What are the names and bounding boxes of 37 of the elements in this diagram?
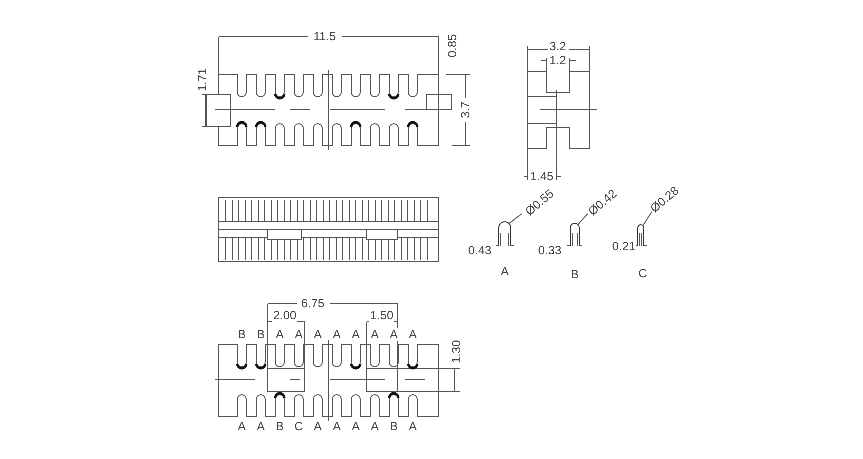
pin-type-label: A xyxy=(408,420,418,434)
pin-type-label: A xyxy=(332,420,342,434)
pin-type-label: B xyxy=(237,328,247,342)
pin-type-label: C xyxy=(638,268,648,280)
pin-type-label: A xyxy=(500,266,510,278)
dimension-label: 11.5 xyxy=(312,30,338,44)
dimension-label: 2.00 xyxy=(272,310,298,322)
pin-type-label: A xyxy=(313,420,323,434)
pin-type-label: A xyxy=(389,328,399,342)
dimension-label: 1.30 xyxy=(450,339,464,365)
dimension-label: 1.45 xyxy=(529,170,555,184)
pin-type-label: A xyxy=(256,420,266,434)
pin-type-label: B xyxy=(389,420,399,434)
pin-type-label: A xyxy=(370,328,380,342)
pin-type-label: B xyxy=(570,268,580,282)
pin-type-label: A xyxy=(237,420,247,434)
dimension-label: 1.50 xyxy=(369,310,395,322)
dimension-label: 1.71 xyxy=(196,67,210,93)
pin-type-label: A xyxy=(275,328,285,342)
pin-type-label: A xyxy=(332,328,342,342)
dimension-label: 1.2 xyxy=(548,54,568,68)
dimension-label: 3.7 xyxy=(460,100,472,120)
pin-type-label: C xyxy=(294,420,304,434)
pin-type-label: A xyxy=(313,328,323,342)
pin-type-label: B xyxy=(275,420,285,434)
pin-type-label: A xyxy=(370,420,380,434)
dimension-label: 3.2 xyxy=(548,40,568,54)
pin-type-label: A xyxy=(294,328,304,342)
dimension-label: 0.33 xyxy=(537,244,563,258)
dimension-label: 6.75 xyxy=(300,298,326,310)
dimension-label: 0.85 xyxy=(446,33,460,59)
pin-type-label: A xyxy=(408,328,418,342)
dimension-label: 0.43 xyxy=(467,244,493,258)
pin-type-label: A xyxy=(351,420,361,434)
pin-type-label: A xyxy=(351,328,361,342)
dimension-label: 0.21 xyxy=(611,240,637,254)
pin-type-label: B xyxy=(256,328,266,342)
